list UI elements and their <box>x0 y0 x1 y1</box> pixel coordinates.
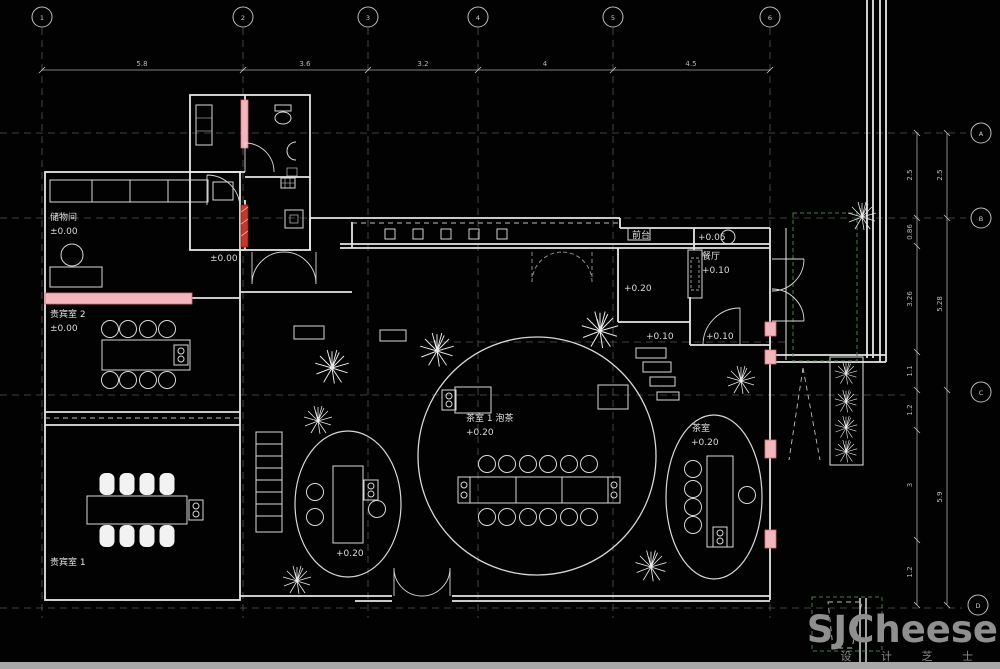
dim-label: 4.5 <box>685 60 696 68</box>
dim-label: 0.86 <box>906 224 914 240</box>
level-label-hall: +0.20 <box>624 284 652 294</box>
grid-bubble-label: B <box>979 215 983 223</box>
dim-label: 5.9 <box>936 491 944 502</box>
dim-label: 2.5 <box>906 169 914 180</box>
room-label-storage: 储物间 <box>50 211 77 223</box>
doors <box>206 142 805 597</box>
level-label-dining: +0.10 <box>702 266 730 276</box>
level-label-storage: ±0.00 <box>50 227 78 237</box>
grid-bubble-label: A <box>979 130 984 138</box>
grid-bubble-label: 4 <box>476 14 480 22</box>
grid-bubble-label: C <box>979 389 984 397</box>
plant-icon <box>834 389 858 413</box>
bottom-bar <box>0 662 1000 669</box>
plants <box>282 201 877 595</box>
level-label-vip2: ±0.00 <box>50 324 78 334</box>
dim-label: 5.28 <box>936 296 944 312</box>
highlighted-walls <box>44 99 777 549</box>
dim-label: 2.5 <box>936 169 944 180</box>
watermark-brand: SJCheese <box>806 608 998 651</box>
right-dimension-labels: 2.5 0.86 3.26 1.1 1.2 3 1.2 2.5 5.28 5.9 <box>906 169 944 577</box>
room-label-tea2: 茶室 <box>692 422 710 434</box>
room-label-vip1: 贵宾室 1 <box>50 556 86 568</box>
top-dimension-line <box>38 66 774 74</box>
right-dimension-lines <box>913 129 951 609</box>
watermark-caption: 设 计 芝 士 <box>840 650 986 663</box>
top-dimension-labels: 5.8 3.6 3.2 4 4.5 <box>136 60 696 68</box>
dim-label: 3.2 <box>417 60 428 68</box>
dim-label: 1.1 <box>906 365 914 376</box>
dim-label: 3 <box>906 483 914 487</box>
room-label-vip2: 贵宾室 2 <box>50 308 86 320</box>
right-grid-bubbles: A B C D <box>967 122 992 616</box>
grid-bubble-label: 3 <box>366 14 370 22</box>
plant-icon <box>635 550 667 582</box>
dim-label: 1.2 <box>906 566 914 577</box>
dim-label: 3.26 <box>906 291 914 307</box>
grid-bubble-label: 2 <box>241 14 245 22</box>
green-dashed-zones <box>792 212 883 652</box>
top-grid-bubbles: 1 2 3 4 5 6 <box>31 6 781 28</box>
dim-label: 3.6 <box>299 60 311 68</box>
bathroom-fixtures <box>195 104 304 229</box>
dim-label: 4 <box>543 60 548 68</box>
grid-bubble-label: 1 <box>40 14 44 22</box>
level-label-tea1: +0.20 <box>466 428 494 438</box>
level-label-oval-left: +0.20 <box>336 549 364 559</box>
plant-icon <box>834 439 858 463</box>
level-label-step-a: +0.10 <box>646 332 674 342</box>
dashed-doors <box>531 251 593 283</box>
grid-bubble-label: D <box>975 602 980 610</box>
room-label-dining: 餐厅 <box>702 250 720 262</box>
room-labels: 储物间 ±0.00 贵宾室 2 ±0.00 贵宾室 1 ±0.00 +0.20 … <box>50 211 734 568</box>
plant-icon <box>726 365 756 395</box>
level-label-tea2: +0.20 <box>691 438 719 448</box>
plant-icon <box>834 415 858 439</box>
dashed-details <box>45 222 863 649</box>
plant-icon <box>303 405 333 435</box>
level-label-reception: +0.05 <box>698 233 726 243</box>
dim-label: 1.2 <box>906 404 914 415</box>
dim-label: 5.8 <box>136 60 147 68</box>
level-label-step-b: +0.10 <box>706 332 734 342</box>
plant-icon <box>282 565 312 595</box>
plant-icon <box>419 332 455 368</box>
plant-icon <box>834 361 858 385</box>
room-label-reception: 前台 <box>632 229 650 241</box>
furniture <box>49 179 763 580</box>
walls <box>44 0 887 669</box>
grid-bubble-label: 5 <box>611 14 615 22</box>
level-label-corridor: ±0.00 <box>210 254 238 264</box>
plant-icon <box>847 201 877 231</box>
grid-bubble-label: 6 <box>768 14 772 22</box>
room-label-tea1: 茶室 1 泡茶 <box>466 412 513 424</box>
plant-icon <box>314 349 350 385</box>
